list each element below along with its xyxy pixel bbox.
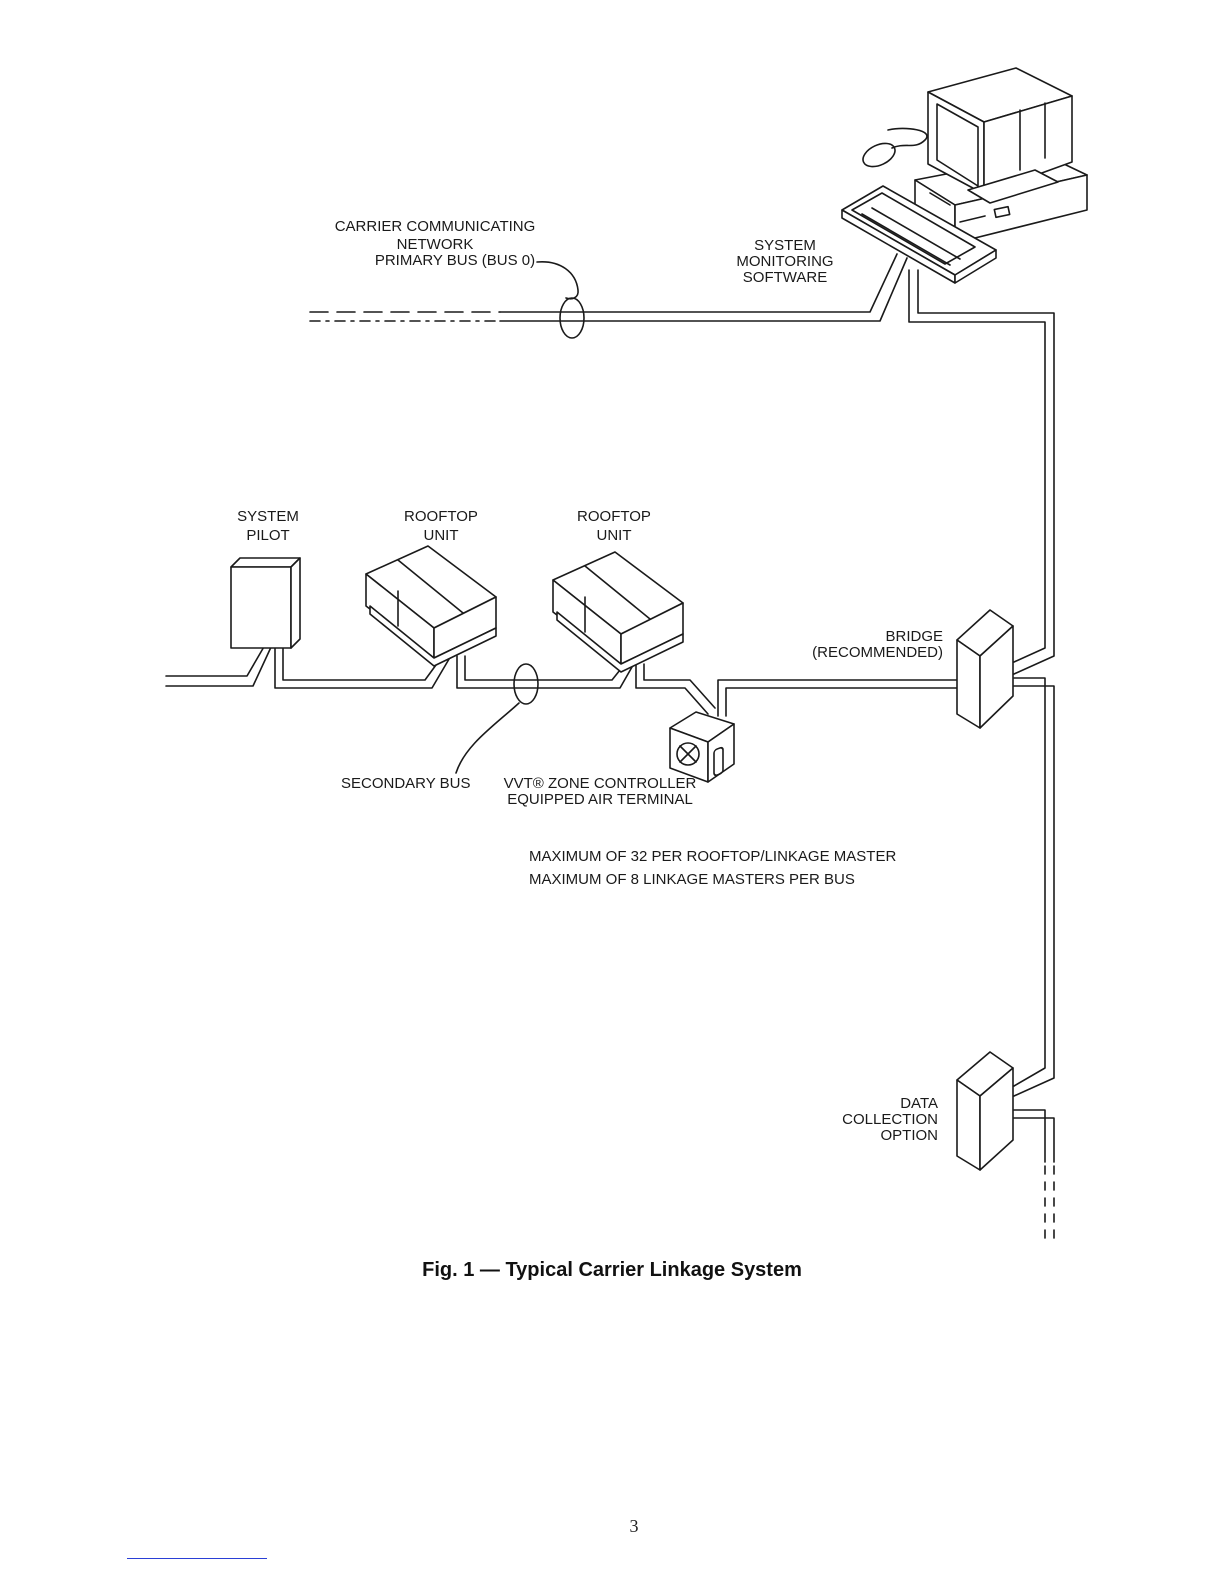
bridge-icon (956, 609, 1014, 729)
system-monitoring-label: SYSTEM MONITORING SOFTWARE (736, 237, 834, 286)
system-pilot-icon (230, 557, 301, 649)
vvt-terminal-label: VVT® ZONE CONTROLLER EQUIPPED AIR TERMIN… (503, 775, 697, 808)
primary-bus-callout (536, 261, 585, 339)
page-number: 3 (629, 1516, 639, 1536)
data-collection-icon (956, 1051, 1014, 1171)
data-collection-label: DATA COLLECTION OPTION (842, 1095, 938, 1144)
monitoring-to-bridge-cable (908, 269, 1055, 675)
primary-bus-dashed (309, 311, 501, 322)
bridge-to-data-collection-cable (1013, 677, 1055, 1097)
rooftop-unit-1-icon (365, 545, 497, 667)
vvt-air-terminal-icon (669, 711, 735, 783)
rooftop-unit-1-label: ROOFTOP UNIT (404, 508, 478, 544)
footer-rule (127, 1558, 267, 1559)
computer-workstation-icon (841, 67, 1088, 284)
primary-bus-label: CARRIER COMMUNICATING NETWORK PRIMARY BU… (334, 218, 536, 269)
system-pilot-label: SYSTEM PILOT (237, 508, 299, 544)
data-collection-downstream-cable (1013, 1109, 1055, 1241)
limits-notes: MAXIMUM OF 32 PER ROOFTOP/LINKAGE MASTER… (529, 848, 897, 888)
secondary-bus-callout (455, 663, 539, 774)
rooftop-unit-2-icon (552, 551, 684, 673)
secondary-bus-label: SECONDARY BUS (341, 775, 471, 792)
primary-bus-cable (499, 253, 908, 322)
rooftop-unit-2-label: ROOFTOP UNIT (577, 508, 651, 544)
bridge-label: BRIDGE (RECOMMENDED) (812, 628, 943, 661)
figure-caption: Fig. 1 — Typical Carrier Linkage System (422, 1259, 802, 1281)
